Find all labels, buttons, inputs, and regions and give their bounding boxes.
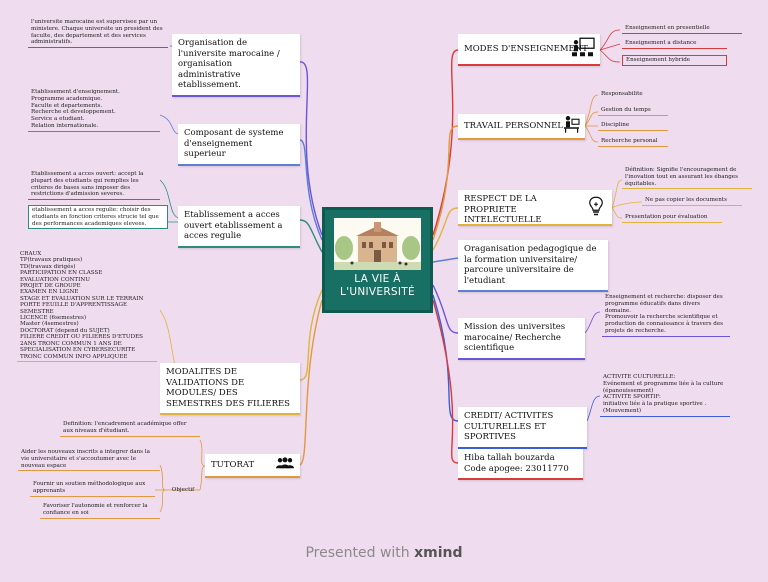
desk-worker-icon <box>562 115 580 137</box>
leaf-tutorat-objectif: Objectif <box>171 487 195 493</box>
link-respect <box>432 207 459 251</box>
respect-label: RESPECT DE LA PROPRIETE INTELECTUELLE <box>464 194 542 225</box>
travail-label: TRAVAIL PERSONNEL <box>464 121 564 131</box>
leaf-etablissement-regulie: etablissement a acces regulie: choisir d… <box>28 205 168 230</box>
topic-etablissement[interactable]: Etablissement a acces ouvert etablisseme… <box>178 206 300 248</box>
link-travail <box>432 125 459 241</box>
topic-modes[interactable]: MODES D'ENSEIGNEMENT <box>458 34 600 66</box>
topic-mission[interactable]: Mission des universites marocaine/ Reche… <box>458 318 585 360</box>
group-icon <box>275 457 295 473</box>
idea-bulb-icon <box>585 194 607 220</box>
leaf-modes-presentiel: Enseignement en presentielle <box>622 24 742 34</box>
topic-tutorat[interactable]: TUTORAT <box>205 454 300 478</box>
leaf-respect-definition: Définition: Signifie l'encouragement de … <box>622 166 752 190</box>
link-etablissement <box>299 219 323 253</box>
link-modes <box>432 49 459 236</box>
link-modalites <box>299 289 323 381</box>
modes-label: MODES D'ENSEIGNEMENT <box>464 44 588 54</box>
link-parcours <box>432 257 459 263</box>
leaf-travail-responsabilite: Responsabilite <box>601 91 643 97</box>
leaf-tutorat-obj3: Favoriser l'autonomie et renforcer la co… <box>40 502 160 519</box>
xmind-logo: xmind <box>414 545 463 561</box>
topic-parcours[interactable]: Oraganisation pedagogique de la formatio… <box>458 240 608 292</box>
leaf-etablissement-ouvert: Etablissement a acces ouvert: accept la … <box>28 170 160 201</box>
leaf-composant: Etablissement d'enseignement. Programme … <box>28 88 160 132</box>
leaf-respect-evaluation: Presentation pour évaluation <box>622 213 722 223</box>
leaf-respect-copier: Ne pas copier les documents <box>642 196 742 206</box>
topic-organisation[interactable]: Organisation de l'universite marocaine /… <box>172 34 300 97</box>
leaf-tutorat-obj1: Aider les nouveaux inscrits a integrer d… <box>18 448 160 472</box>
link-name <box>432 299 459 464</box>
central-topic[interactable]: LA VIE À L'UNIVERSITÉ <box>322 207 433 313</box>
tutorat-label: TUTORAT <box>211 460 255 470</box>
topic-respect[interactable]: RESPECT DE LA PROPRIETE INTELECTUELLE <box>458 190 612 226</box>
student-name: Hiba tallah bouzarda <box>464 453 555 463</box>
leaf-tutorat-obj2: Fournir un soutien méthodologique aux ap… <box>30 480 155 497</box>
university-illustration <box>334 218 421 270</box>
leaf-modes-hybride: Enseignement hybride <box>622 55 727 66</box>
leaf-credit-text: ACTIVITE CULTURELLE: Evénement et progra… <box>600 373 730 417</box>
link-mission <box>432 284 459 334</box>
leaf-mission-text: Enseignement et recherche: disposer des … <box>602 293 730 337</box>
leaf-modalites-list: CRAUX TP(travaux pratiques) TD(travaux d… <box>17 250 157 362</box>
topic-credit[interactable]: CREDIT/ ACTIVITES CULTURELLES ET SPORTIV… <box>458 407 587 449</box>
topic-modalites[interactable]: MODALITES DE VALIDATIONS DE MODULES/ DES… <box>160 363 300 415</box>
leaf-travail-recherche: Recherche personal <box>598 137 668 147</box>
topic-composant[interactable]: Composant de systeme d'enseignement supe… <box>178 124 300 166</box>
central-title: LA VIE À L'UNIVERSITÉ <box>340 273 415 298</box>
leaf-modes-distance: Enseignement a distance <box>622 39 727 49</box>
leaf-travail-discipline: Discipline <box>598 121 668 131</box>
student-code: Code apogee: 23011770 <box>464 463 569 474</box>
leaf-organisation: l'universite marocaine est supervisee pa… <box>28 18 168 49</box>
topic-travail[interactable]: TRAVAIL PERSONNEL <box>458 114 585 140</box>
presentation-icon <box>571 37 595 61</box>
topic-student[interactable]: Hiba tallah bouzarda Code apogee: 230117… <box>458 449 583 480</box>
footer-presented: Presented with <box>305 545 410 561</box>
leaf-travail-temps: Gestion du temps <box>598 106 668 116</box>
link-composant <box>299 139 323 241</box>
link-tutorat <box>299 299 323 466</box>
link-organisation <box>299 61 323 236</box>
leaf-tutorat-definition: Definition: l'encadrement académique off… <box>60 420 200 437</box>
footer-branding: Presented with xmind <box>0 545 768 561</box>
